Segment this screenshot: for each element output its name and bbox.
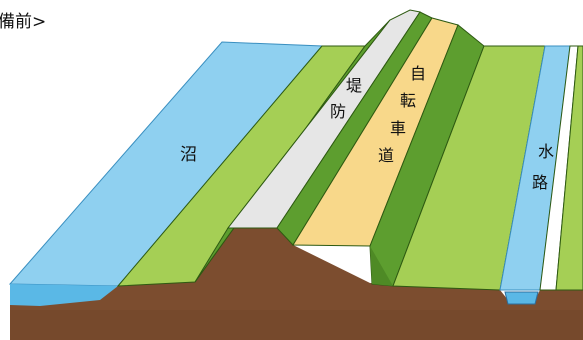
- soil-ground: [10, 228, 583, 340]
- label-bike-4: 道: [378, 146, 394, 165]
- soil-base-band: [10, 310, 583, 340]
- pond-water-edge: [10, 284, 118, 306]
- label-waterway-2: 路: [532, 173, 548, 192]
- grass-far-right: [555, 45, 583, 291]
- label-bike-1: 自: [410, 64, 426, 83]
- label-bike-3: 車: [390, 119, 406, 138]
- label-waterway-1: 水: [538, 142, 554, 161]
- label-bike-2: 転: [400, 91, 416, 110]
- levee-crown: [226, 9, 421, 229]
- label-pond: 沼: [180, 145, 197, 165]
- grass-slope-dark-right-shade: [370, 246, 393, 286]
- label-levee-2: 防: [330, 102, 346, 121]
- waterway-bottom: [504, 291, 539, 305]
- label-levee-1: 堤: [346, 76, 362, 95]
- diagram-title: 備前>: [0, 12, 46, 32]
